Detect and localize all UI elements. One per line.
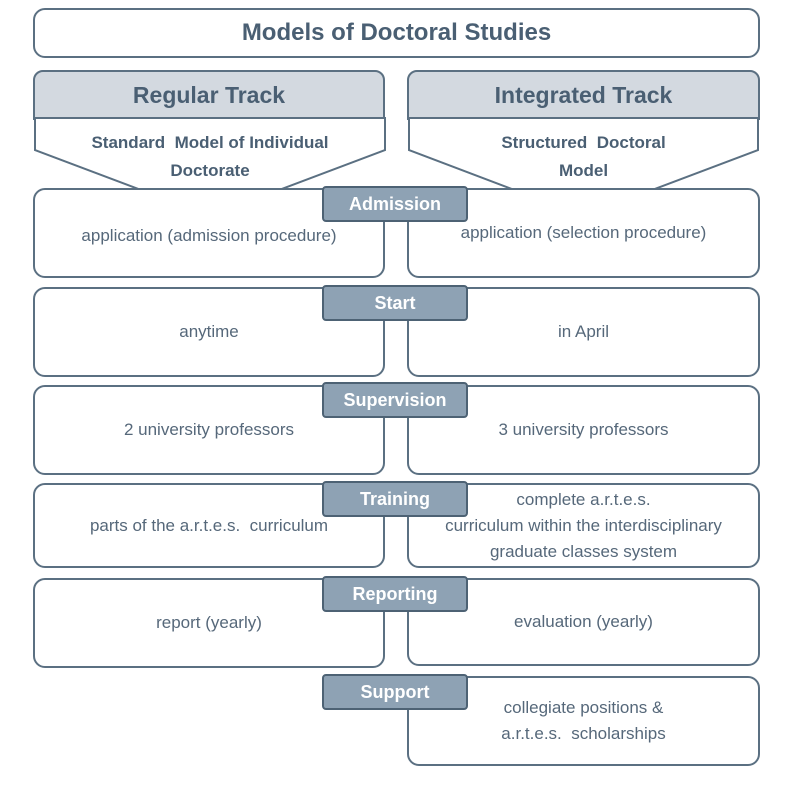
integrated-track-header: Integrated Track [407,70,760,120]
integrated-model-line-2: Model [558,161,609,180]
integrated-support-line-1: collegiate positions & [503,698,664,717]
stage-tag-support: Support [322,674,468,710]
stage-tag-reporting: Reporting [322,576,468,612]
track-chevrons [34,117,759,218]
regular-model-label: Standard Model of Individual Doctorate [35,129,385,185]
integrated-admission-cell: application (selection procedure) [407,188,760,278]
diagram-title: Models of Doctoral Studies [33,8,760,58]
integrated-support-line-2: a.r.t.e.s. scholarships [501,724,666,743]
integrated-track-chevron [408,117,759,218]
regular-start-cell: anytime [33,287,385,377]
integrated-training-line-3: graduate classes system [489,541,678,561]
regular-track-chevron [34,117,386,218]
stage-tag-supervision: Supervision [322,382,468,418]
integrated-model-line-1: Structured Doctoral [501,133,666,152]
stage-tag-start: Start [322,285,468,321]
stage-tag-admission: Admission [322,186,468,222]
regular-model-line-1: Standard Model of Individual [91,133,329,152]
integrated-model-label: Structured Doctoral Model [409,129,758,185]
integrated-training-line-1: complete a.r.t.e.s. [516,489,651,509]
regular-model-line-2: Doctorate [170,161,250,180]
stage-tag-training: Training [322,481,468,517]
integrated-training-line-2: curriculum within the interdisciplinary [445,515,722,535]
